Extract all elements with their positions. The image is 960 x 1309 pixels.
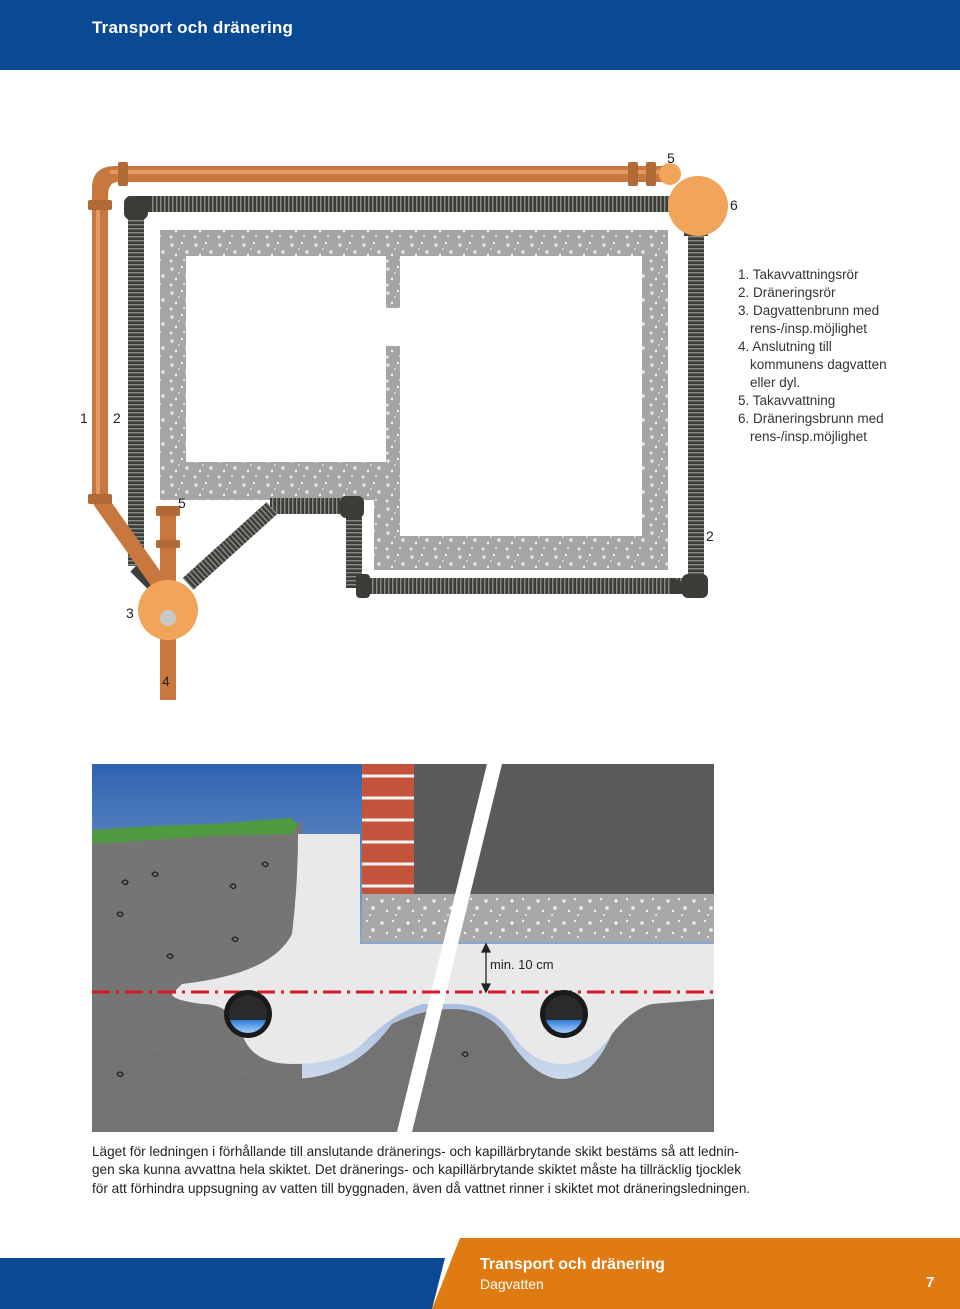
header-bar: Transport och dränering [0,0,960,70]
label-5-mid: 5 [178,495,186,511]
drain-pipe-left [224,990,272,1038]
legend-item: 3. Dagvattenbrunn med [738,303,880,318]
label-2-left: 2 [113,410,121,426]
legend-item: 4. Anslutning till [738,339,832,354]
legend-item: 5. Takavvattning [738,393,836,408]
page-number: 7 [926,1274,935,1291]
roof-drainage-pipes [88,162,670,700]
legend-item: 6. Dräneringsbrunn med [738,411,884,426]
legend-item: rens-/insp.möjlighet [750,321,868,336]
label-2-right: 2 [706,528,714,544]
cross-section-illustration [92,764,714,1132]
label-5-top: 5 [667,150,675,166]
footer-title: Transport och dränering [480,1256,665,1273]
label-6: 6 [730,197,738,213]
drain-pipe-right [540,990,588,1038]
label-3: 3 [126,605,134,621]
caption-line: gen ska kunna avvattna hela skiktet. Det… [92,1162,742,1178]
foundation-outline [160,230,668,570]
legend-item: 1. Takavvattningsrör [738,267,859,282]
roof-drain-outlet [659,163,681,185]
drainage-pipes [124,196,708,598]
caption-line: för att förhindra uppsugning av vatten t… [92,1180,751,1196]
legend-item: kommunens dagvatten [750,357,887,372]
caption-text: Läget för ledningen i förhållande till a… [92,1143,751,1198]
diagram-legend: 1. Takavvattningsrör 2. Dräneringsrör 3.… [738,266,887,446]
legend-item: rens-/insp.möjlighet [750,429,868,444]
legend-item: 2. Dräneringsrör [738,285,836,300]
caption-line: Läget för ledningen i förhållande till a… [92,1144,739,1159]
min-distance-label: min. 10 cm [490,957,554,972]
footer-subtitle: Dagvatten [480,1276,544,1292]
drainage-plan-diagram: 1 2 3 4 5 5 6 2 [80,150,738,700]
legend-item: eller dyl. [750,375,801,390]
footer-band [0,1238,960,1309]
header-title: Transport och dränering [92,18,294,37]
label-1: 1 [80,410,88,426]
drainage-well [668,176,728,236]
label-4: 4 [162,673,170,689]
